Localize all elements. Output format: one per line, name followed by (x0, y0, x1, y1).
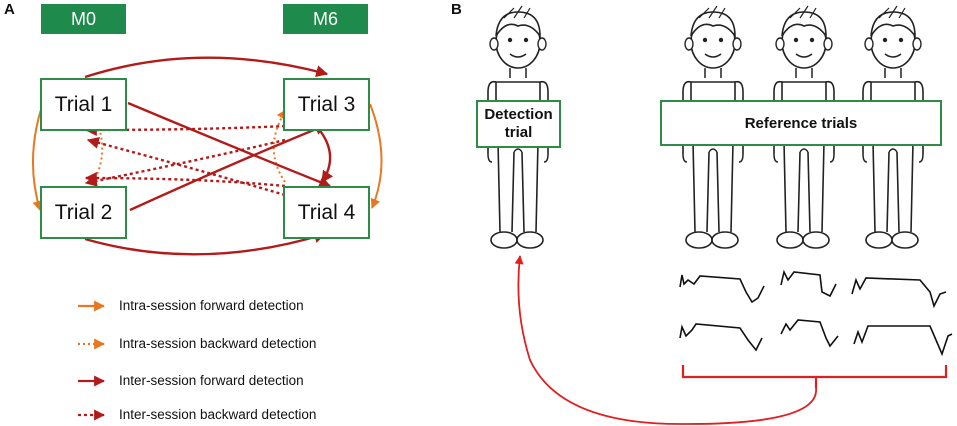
reference-to-detection-arrow (514, 255, 817, 425)
trace-2-3 (853, 325, 953, 357)
trace-1-3 (851, 277, 947, 309)
trial-3-box: Trial 3 (283, 78, 370, 131)
arrow-trial2-to-trial4 (84, 231, 327, 256)
arrow-trial3-to-trial1 (84, 123, 286, 136)
panel-b-letter: B (451, 1, 462, 18)
signal-traces (679, 269, 953, 357)
trace-2-1 (679, 323, 763, 352)
arrow-trial1-to-trial4 (127, 101, 332, 188)
inter-backward-arrows (84, 123, 286, 197)
trial-1-box: Trial 1 (40, 78, 127, 131)
reference-trials-label: Reference trials (660, 100, 942, 146)
trace-2-2 (780, 319, 839, 348)
arrow-trial3-to-trial4-inter (317, 127, 333, 183)
arrow-trial1-to-trial2 (31, 105, 43, 211)
detection-trial-label-line2: trial (504, 124, 533, 141)
legend-label-inter-backward: Inter-session backward detection (119, 407, 317, 422)
trial-2-box: Trial 2 (40, 186, 127, 239)
legend-label-intra-forward: Intra-session forward detection (119, 298, 304, 313)
arrow-trial1-to-trial3 (84, 56, 329, 79)
arrow-trial3-to-trial2 (84, 138, 286, 187)
arrow-trial3-to-trial4 (369, 103, 383, 209)
inter-forward-arrows (84, 56, 333, 256)
panel-a-letter: A (4, 1, 15, 18)
arrow-trial2-to-trial3 (129, 123, 328, 212)
session-tag-m6: M6 (283, 4, 368, 34)
trial-4-box: Trial 4 (283, 186, 370, 239)
legend-arrows (78, 300, 106, 421)
intra-forward-arrows (31, 103, 383, 211)
trace-1-2 (780, 269, 837, 298)
legend-label-intra-backward: Intra-session backward detection (119, 336, 317, 351)
arrow-trial4-to-trial2 (84, 172, 286, 188)
detection-trial-label-line1: Detection (484, 106, 553, 123)
legend-label-inter-forward: Inter-session forward detection (119, 373, 304, 388)
session-tag-m0: M0 (41, 4, 126, 34)
detection-trial-label: Detection trial (476, 100, 561, 148)
reference-bracket (681, 365, 948, 388)
trace-1-1 (679, 274, 765, 304)
